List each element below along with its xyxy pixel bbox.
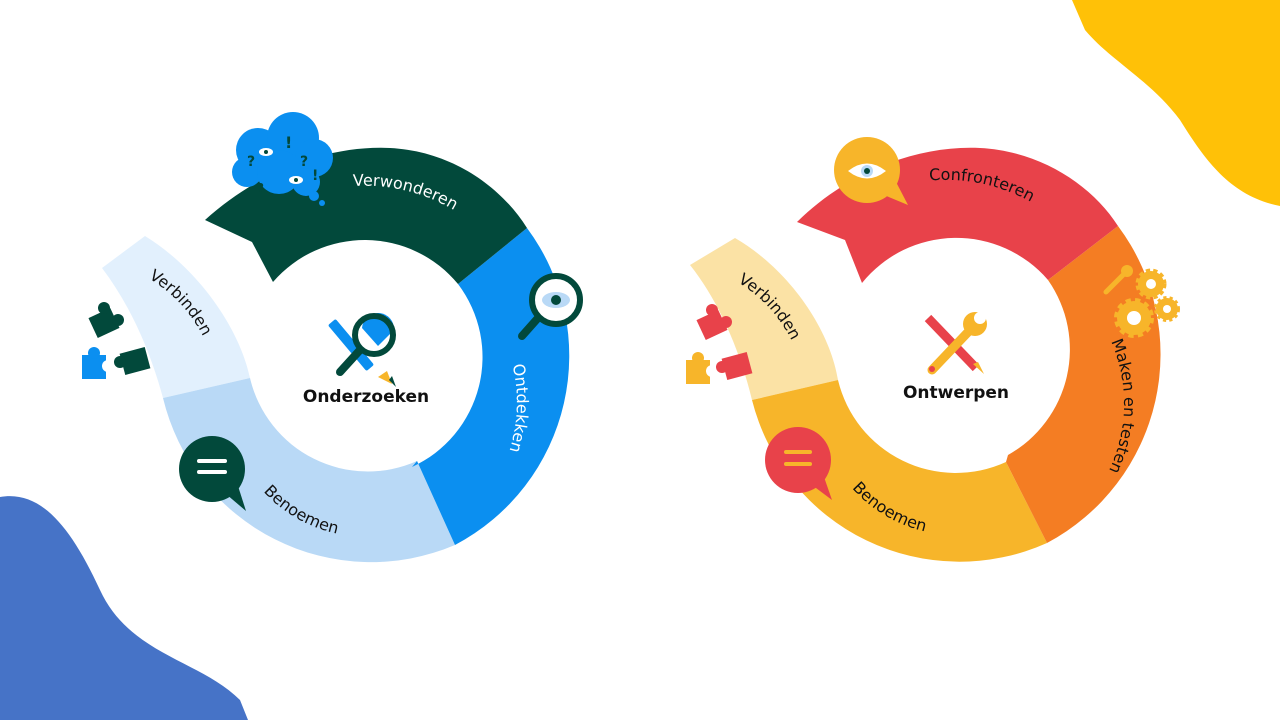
right-cycle: Confronteren Maken en testen Benoemen Ve… [686,137,1180,562]
speech-bubble-icon [179,436,246,511]
segment-ontdekken [412,228,570,545]
svg-text:?: ? [300,154,308,170]
svg-text:!: ! [285,133,292,152]
eye-bubble-icon [834,137,908,205]
pencil-wrench-icon [924,312,987,375]
center-label-onderzoeken: Onderzoeken [303,387,429,407]
center-label-ontwerpen: Ontwerpen [903,383,1009,403]
segment-benoemen [163,378,455,563]
left-cycle: Verwonderen Ontdekken Benoemen Verbinden… [82,112,583,563]
segment-verbinden [102,236,250,398]
gears-icon [1103,265,1180,338]
speech-bubble-icon-right [765,427,832,500]
segment-verbinden-right [690,238,838,400]
magnifier-pencil-icon [328,312,396,387]
svg-text:!: ! [312,168,318,184]
puzzle-icon-right [686,304,753,384]
segment-benoemen-right [752,380,1047,562]
corner-blob-bottom-left [0,496,248,720]
svg-text:?: ? [257,181,264,195]
thought-cloud-icon: ? ! ? ? ! [232,112,333,206]
corner-blob-top-right [1072,0,1280,206]
svg-text:?: ? [247,154,255,170]
magnifier-eye-icon [518,273,583,340]
puzzle-icon [82,302,151,379]
